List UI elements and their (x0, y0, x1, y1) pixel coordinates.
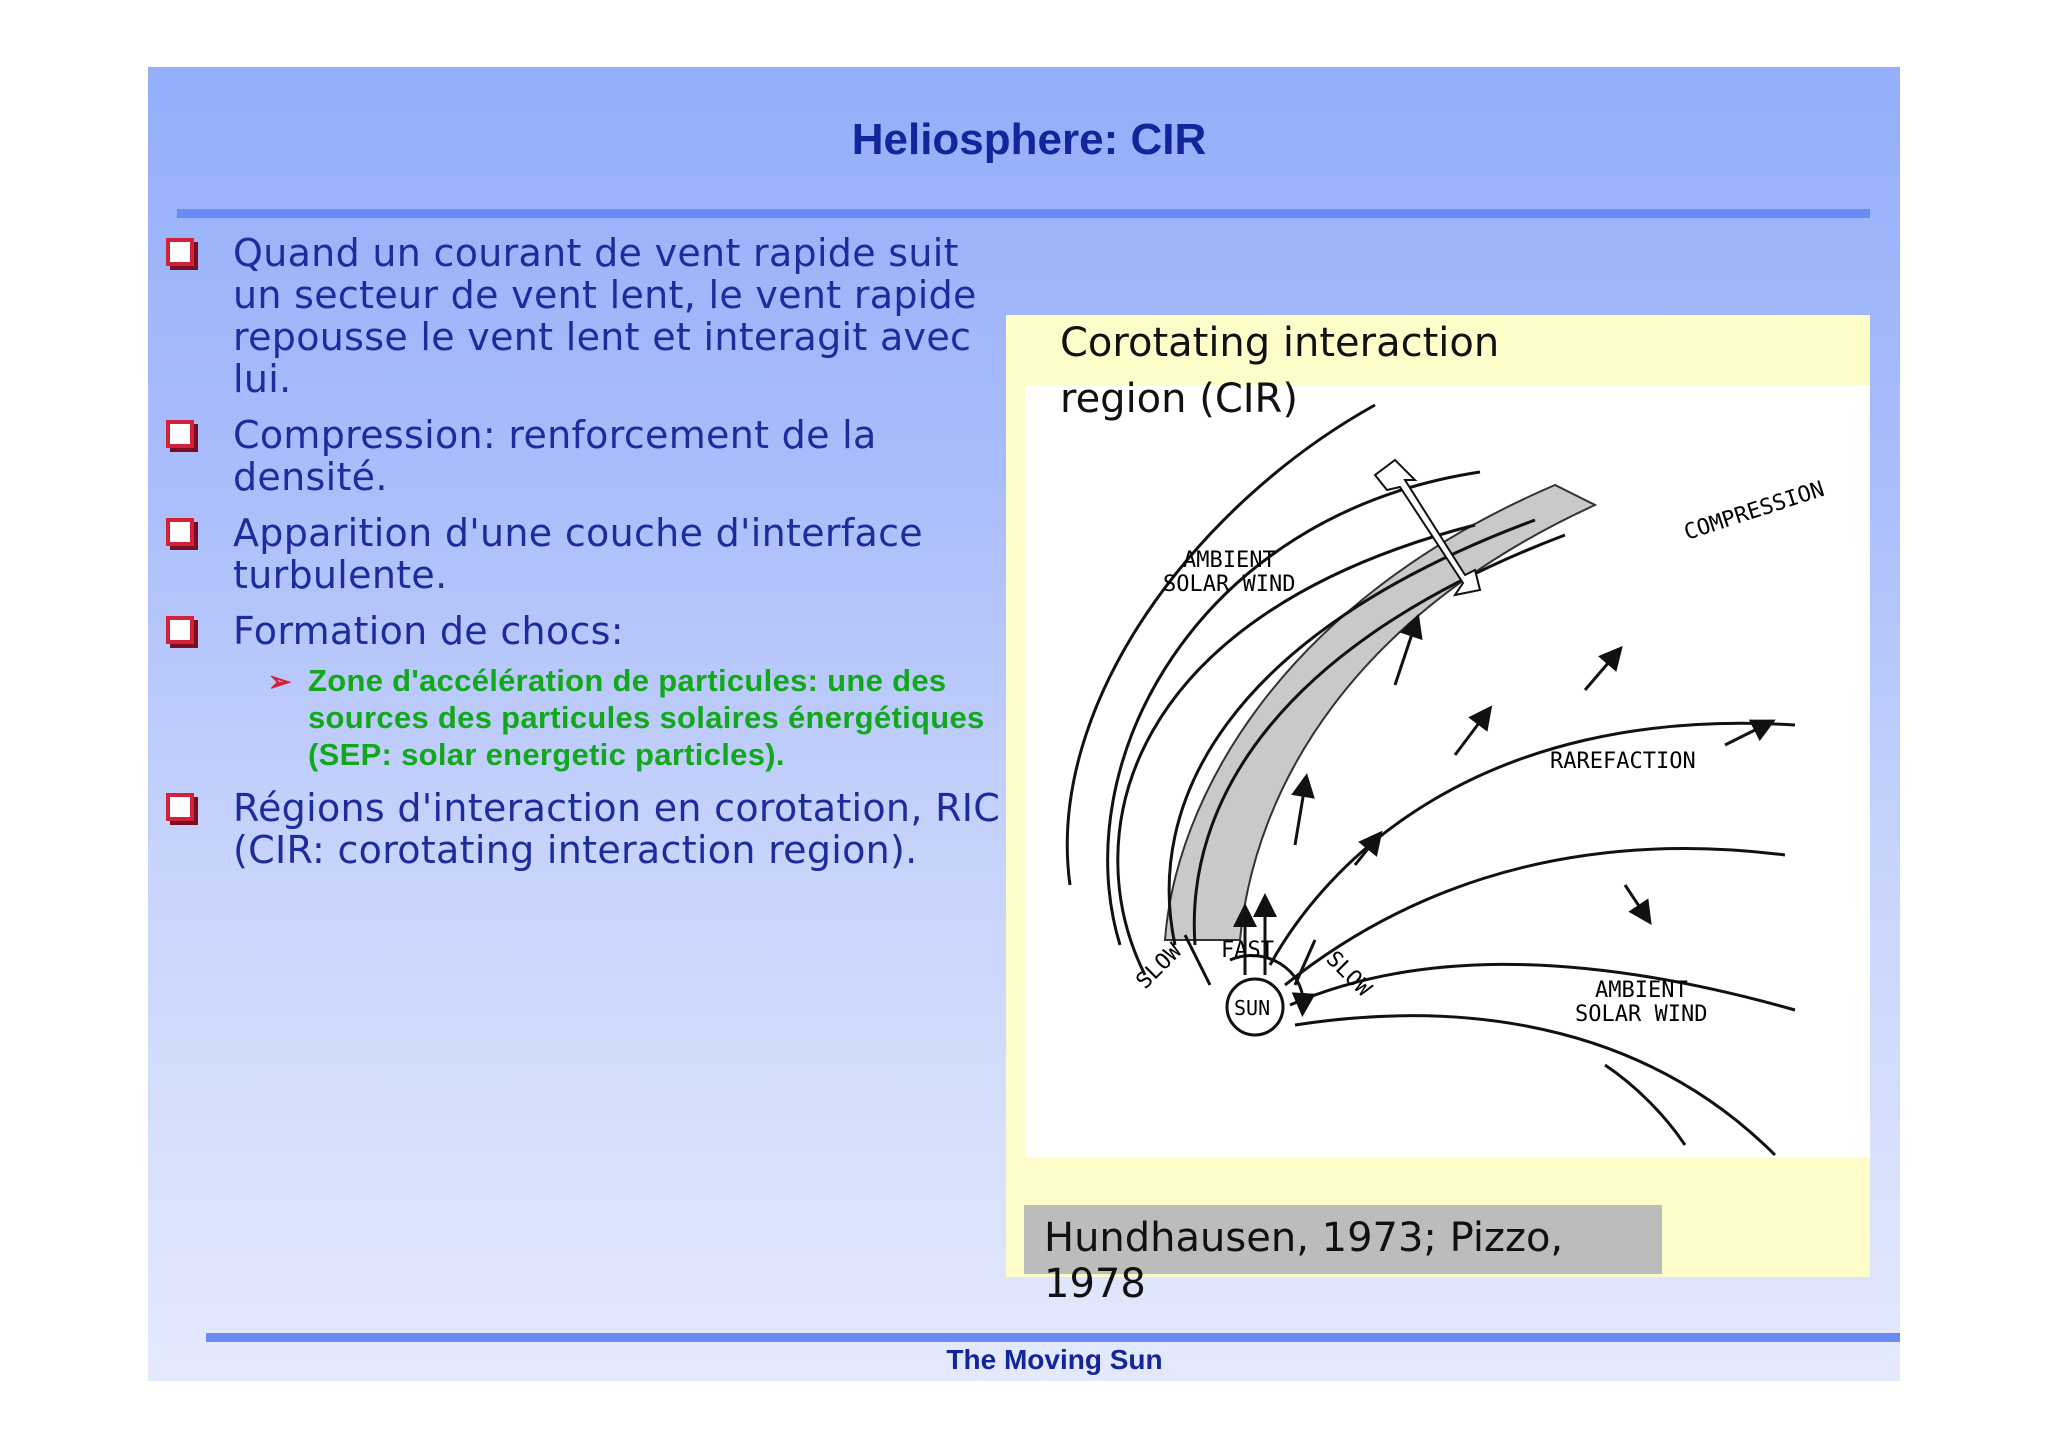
fast-label: FAST (1221, 938, 1274, 963)
ambient-bottom-label-2: SOLAR WIND (1575, 1002, 1707, 1027)
checkbox-bullet-icon (166, 793, 194, 821)
ambient-top-label-1: AMBIENT (1183, 548, 1276, 573)
compression-region (1163, 483, 1598, 941)
bullet-item: Régions d'interaction en corotation, RIC… (166, 787, 1016, 871)
figure-title-line-2: region (CIR) (1060, 376, 1298, 422)
figure-caption: Hundhausen, 1973; Pizzo, 1978 (1024, 1205, 1662, 1307)
streamlines (1065, 403, 1796, 1157)
sub-bullet-text: Zone d'accélération de particules: une d… (308, 663, 985, 772)
checkbox-bullet-icon (166, 616, 194, 644)
bullet-item: Quand un courant de vent rapide suit un … (166, 232, 1016, 400)
arrows (1233, 613, 1776, 975)
bullet-text: Apparition d'une couche d'interface turb… (233, 511, 923, 597)
slide-title: Heliosphere: CIR (851, 115, 1207, 164)
bullet-item: Formation de chocs: ➢ Zone d'accélératio… (166, 610, 1016, 773)
bullet-item: Compression: renforcement de la densité. (166, 414, 1016, 498)
checkbox-bullet-icon (166, 238, 194, 266)
rarefaction-label: RAREFACTION (1550, 749, 1696, 774)
sun-label: SUN (1234, 996, 1270, 1020)
checkbox-bullet-icon (166, 518, 194, 546)
bullet-list: Quand un courant de vent rapide suit un … (166, 232, 1016, 885)
bullet-item: Apparition d'une couche d'interface turb… (166, 512, 1016, 596)
bullet-text: Quand un courant de vent rapide suit un … (233, 231, 977, 401)
arrow-bullet-icon: ➢ (268, 666, 292, 697)
figure-caption-text: Hundhausen, 1973; Pizzo, 1978 (1044, 1215, 1564, 1307)
sun-icon (1225, 977, 1285, 1037)
figure-title: Corotating interaction region (CIR) (1060, 315, 1499, 427)
cir-diagram-svg: COMPRESSION AMBIENT SOLAR WIND RAREFACTI… (1065, 403, 1827, 1157)
bullet-text: Régions d'interaction en corotation, RIC… (233, 786, 1001, 872)
footer-divider (206, 1333, 1900, 1342)
ambient-bottom-label-1: AMBIENT (1595, 978, 1688, 1003)
figure-title-line-1: Corotating interaction (1060, 320, 1500, 366)
slide-footer: The Moving Sun (946, 1344, 1163, 1375)
ambient-top-label-2: SOLAR WIND (1163, 572, 1295, 597)
compression-double-arrow (1373, 458, 1482, 597)
bullet-text: Compression: renforcement de la densité. (233, 413, 877, 499)
slide: Heliosphere: CIR Quand un courant de ven… (148, 67, 1900, 1381)
sub-bullet: ➢ Zone d'accélération de particules: une… (166, 662, 1016, 773)
title-divider (177, 209, 1870, 218)
compression-label: COMPRESSION (1681, 477, 1827, 546)
slow-right-label: SLOW (1321, 947, 1377, 1003)
cir-diagram: COMPRESSION AMBIENT SOLAR WIND RAREFACTI… (1025, 385, 1870, 1157)
bullet-text: Formation de chocs: (233, 609, 624, 653)
cir-figure: COMPRESSION AMBIENT SOLAR WIND RAREFACTI… (1006, 315, 1870, 1307)
checkbox-bullet-icon (166, 420, 194, 448)
